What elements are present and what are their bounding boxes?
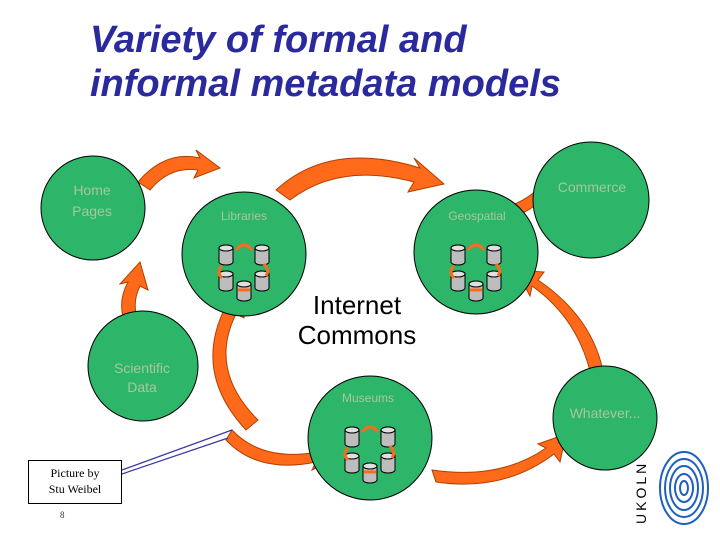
callout-line-1 — [121, 429, 233, 471]
internet-commons-label: Internet Commons — [274, 290, 440, 350]
label-libraries: Libraries — [221, 209, 267, 223]
label-whatever: Whatever... — [570, 405, 641, 421]
slide-title: Variety of formal and informal metadata … — [90, 18, 690, 106]
arrow-top-to-geospatial — [275, 157, 446, 201]
node-scientific-data — [87, 310, 199, 422]
node-whatever — [552, 365, 658, 471]
node-geospatial — [413, 189, 539, 315]
ukoln-logo: UKOLN — [636, 451, 709, 525]
picture-credit-box: Picture by Stu Weibel — [28, 460, 122, 504]
center-label-line-1: Internet — [312, 290, 402, 320]
node-commerce — [532, 141, 650, 259]
caption-line-1: Picture by — [50, 466, 100, 480]
caption-line-2: Stu Weibel — [48, 482, 102, 496]
node-home-pages — [40, 155, 146, 261]
callout-line-2 — [121, 437, 229, 475]
arrow-museums-to-whatever — [431, 433, 567, 485]
label-home-pages-2: Pages — [72, 203, 112, 219]
label-geospatial: Geospatial — [448, 209, 505, 223]
label-scientific-2: Data — [127, 379, 157, 395]
arrow-whatever-to-geospatial — [515, 269, 605, 381]
node-museums — [307, 375, 433, 501]
label-commerce: Commerce — [558, 179, 627, 195]
label-home-pages-1: Home — [73, 182, 111, 198]
label-scientific-1: Scientific — [114, 360, 170, 376]
label-museums: Museums — [342, 391, 394, 405]
center-label-line-2: Commons — [297, 320, 417, 350]
page-number: 8 — [60, 510, 65, 520]
arrow-home-to-libraries — [137, 149, 222, 191]
title-line-2: informal metadata models — [90, 63, 561, 105]
title-line-1: Variety of formal and — [90, 19, 467, 61]
node-libraries — [181, 191, 307, 317]
ukoln-logo-text: UKOLN — [636, 461, 649, 524]
